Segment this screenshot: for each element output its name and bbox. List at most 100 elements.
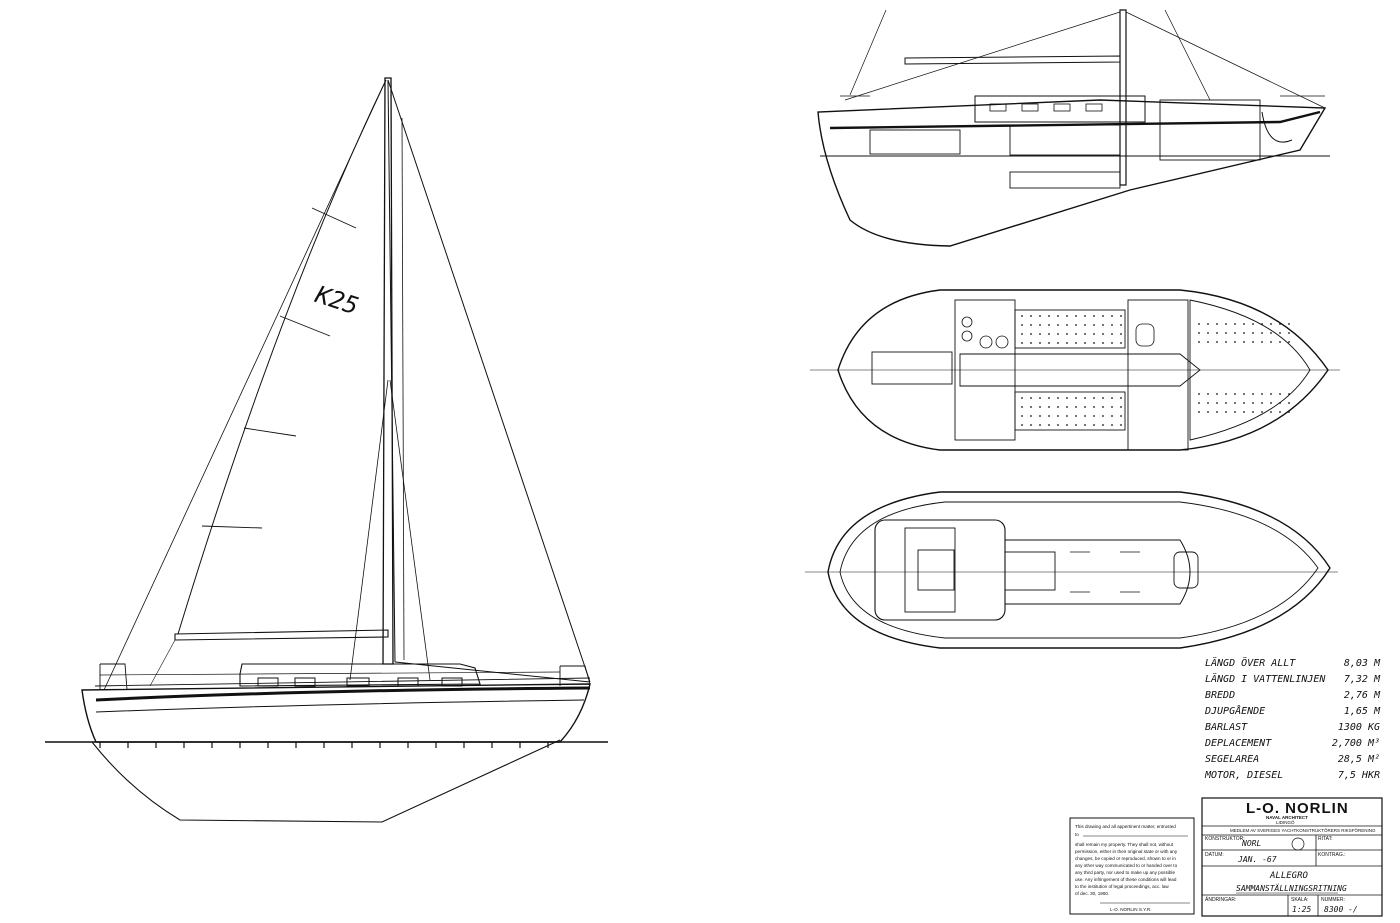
cushion-dot	[1048, 333, 1050, 335]
cushion-dot	[1030, 406, 1032, 408]
accom-galley	[954, 299, 1016, 441]
cushion-dot	[1198, 402, 1200, 404]
cushion-dot	[1225, 393, 1227, 395]
hull-profile	[81, 683, 591, 743]
accommodation-plan	[810, 289, 1340, 451]
membership-line: MEDLEM AV SVERIGES YACHTKONSTRUKTÖRERS R…	[1230, 827, 1376, 833]
cushion-dot	[1111, 424, 1113, 426]
cushion-dot	[1048, 315, 1050, 317]
pushpit	[94, 663, 591, 691]
portlight	[397, 677, 419, 687]
cushion-dot	[1084, 324, 1086, 326]
lifeline	[99, 671, 561, 676]
cushion-dot	[1102, 406, 1104, 408]
cushion-dot	[1261, 411, 1263, 413]
cushion-dot	[1084, 333, 1086, 335]
cushion-dot	[1066, 415, 1068, 417]
profile-cockpit	[869, 129, 961, 155]
cushion-dot	[1048, 406, 1050, 408]
cushion-dot	[1207, 323, 1209, 325]
cushion-dot	[1066, 342, 1068, 344]
cushion-dot	[1075, 315, 1077, 317]
cushion-dot	[1093, 342, 1095, 344]
cushion-dot	[1225, 411, 1227, 413]
cushion-dot	[1270, 402, 1272, 404]
cushion-dot	[1120, 397, 1122, 399]
cushion-dot	[1048, 397, 1050, 399]
cushion-dot	[1261, 323, 1263, 325]
cushion-dot	[1225, 332, 1227, 334]
notice-line: shall remain my property. They shall not…	[1075, 842, 1174, 847]
cushion-dot	[1252, 323, 1254, 325]
cushion-dot	[1057, 342, 1059, 344]
cushion-dot	[1057, 333, 1059, 335]
keel-outline	[91, 739, 561, 823]
konstruktor-label: KONSTRUKTOR:	[1205, 836, 1245, 842]
cushion-dot	[1102, 424, 1104, 426]
cushion-dot	[1120, 342, 1122, 344]
accom-v-berth	[1189, 299, 1311, 441]
accom-cockpit	[871, 351, 953, 385]
notice-line: use. Any infringement of these condition…	[1075, 877, 1177, 882]
notice-line: to	[1075, 832, 1079, 837]
cushion-dot	[1021, 415, 1023, 417]
nummer-value: 8300 -/	[1324, 905, 1358, 914]
cushion-dot	[1066, 333, 1068, 335]
profile-mast	[1119, 9, 1127, 186]
cushion-dot	[1066, 397, 1068, 399]
cushion-dot	[1075, 333, 1077, 335]
deck-cockpit	[874, 519, 1006, 621]
accom-head	[1127, 299, 1189, 451]
cushion-dot	[1243, 332, 1245, 334]
notice-line: changes, be copied or reproduced, shown …	[1075, 856, 1176, 861]
cushion-dot	[1057, 415, 1059, 417]
notice-line: of dec. 30, 1960.	[1075, 891, 1109, 896]
deck-toerail	[839, 501, 1319, 639]
cushion-dot	[1066, 406, 1068, 408]
waterline-ticks	[99, 742, 549, 748]
cushion-dot	[1270, 323, 1272, 325]
cushion-dot	[1039, 315, 1041, 317]
cushion-dot	[1243, 323, 1245, 325]
cushion-dot	[1279, 393, 1281, 395]
specifications-table: LÄNGD ÖVER ALLT 8,03 M LÄNGD I VATTENLIN…	[1204, 656, 1381, 781]
deck-fittings	[1070, 551, 1140, 593]
deck-hatch	[1004, 551, 1056, 591]
cushion-dot	[1111, 415, 1113, 417]
cushion-dot	[1039, 333, 1041, 335]
spec-label: DEPLACEMENT	[1204, 738, 1272, 749]
cushion-dot	[1111, 324, 1113, 326]
cushion-dot	[1279, 411, 1281, 413]
cushion-dot	[1120, 424, 1122, 426]
cushion-dot	[1261, 341, 1263, 343]
cushion-dot	[1207, 402, 1209, 404]
accom-settee-port	[1014, 309, 1126, 349]
cushion-dot	[1075, 397, 1077, 399]
cushion-dot	[1198, 323, 1200, 325]
cushion-dot	[1093, 415, 1095, 417]
profile-portlights	[989, 103, 1103, 112]
sail-plan: K25	[45, 77, 608, 823]
cushion-dot	[1048, 342, 1050, 344]
portlight	[257, 677, 279, 687]
cushion-dot	[1234, 411, 1236, 413]
cushion-dot	[1030, 397, 1032, 399]
spec-value: 7,5 HKR	[1338, 770, 1380, 781]
cabin-house	[239, 663, 481, 687]
cushion-dot	[1207, 332, 1209, 334]
cushion-dot	[1021, 406, 1023, 408]
spec-value: 2,700 M³	[1332, 738, 1380, 749]
battens	[201, 207, 357, 529]
cushion-dot	[1039, 415, 1041, 417]
profile-hull	[817, 99, 1327, 247]
project-name: ALLEGRO	[1269, 871, 1309, 881]
cushion-dot	[1120, 315, 1122, 317]
cushion-dot	[1093, 324, 1095, 326]
cushion-dot	[1288, 341, 1290, 343]
cushion-dot	[1057, 406, 1059, 408]
inboard-profile	[817, 9, 1330, 247]
nummer-label: NUMMER:	[1321, 897, 1345, 903]
cushion-dot	[1084, 415, 1086, 417]
skala-label: SKALA:	[1291, 897, 1309, 903]
cushion-dot	[1057, 397, 1059, 399]
